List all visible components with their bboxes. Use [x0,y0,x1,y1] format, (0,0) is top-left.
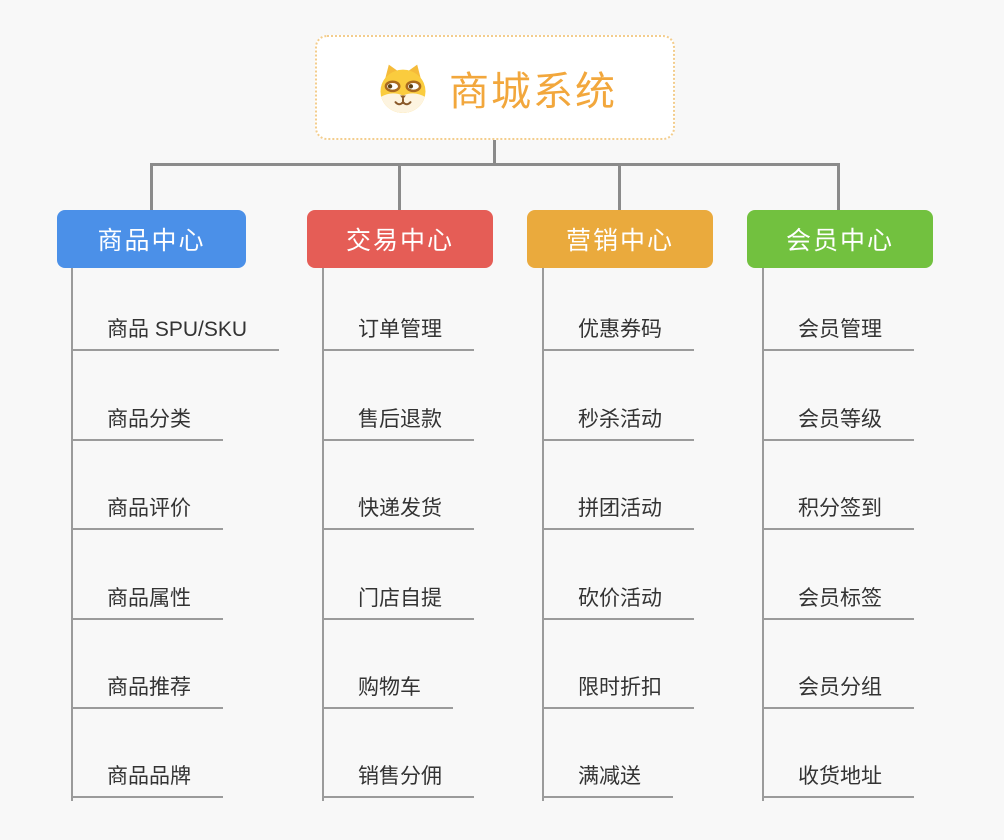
connector-drop-marketing [618,163,621,210]
connector-drop-member [837,163,840,210]
topic-item[interactable]: 销售分佣 [324,763,474,798]
topic-item[interactable]: 拼团活动 [544,495,694,530]
root-topic[interactable]: 商城系统 [315,35,675,140]
branch-member-center[interactable]: 会员中心 [747,210,933,268]
dog-face-icon [373,60,433,116]
topic-item[interactable]: 砍价活动 [544,585,694,620]
connector-drop-trade [398,163,401,210]
branch-marketing-center[interactable]: 营销中心 [527,210,713,268]
topic-item[interactable]: 秒杀活动 [544,406,694,441]
topic-item[interactable]: 商品品牌 [73,763,223,798]
topic-item[interactable]: 快递发货 [324,495,474,530]
topic-item[interactable]: 售后退款 [324,406,474,441]
branch-product-items: 商品 SPU/SKU 商品分类 商品评价 商品属性 商品推荐 商品品牌 [71,268,303,801]
connector-horizontal-bar [150,163,840,166]
topic-item[interactable]: 会员等级 [764,406,914,441]
topic-item[interactable]: 门店自提 [324,585,474,620]
topic-item[interactable]: 优惠券码 [544,316,694,351]
topic-item[interactable]: 满减送 [544,763,673,798]
topic-item[interactable]: 限时折扣 [544,674,694,709]
topic-item[interactable]: 会员管理 [764,316,914,351]
connector-root-stem [493,140,496,166]
topic-item[interactable]: 商品评价 [73,495,223,530]
branch-trade-center[interactable]: 交易中心 [307,210,493,268]
branch-marketing-items: 优惠券码 秒杀活动 拼团活动 砍价活动 限时折扣 满减送 [542,268,774,801]
topic-item[interactable]: 积分签到 [764,495,914,530]
root-title: 商城系统 [449,69,617,114]
topic-item[interactable]: 商品推荐 [73,674,223,709]
topic-item[interactable]: 商品分类 [73,406,223,441]
topic-item[interactable]: 会员分组 [764,674,914,709]
connector-drop-product [150,163,153,210]
branch-trade-items: 订单管理 售后退款 快递发货 门店自提 购物车 销售分佣 [322,268,554,801]
branch-product-center[interactable]: 商品中心 [57,210,246,268]
branch-member-items: 会员管理 会员等级 积分签到 会员标签 会员分组 收货地址 [762,268,994,801]
topic-item[interactable]: 收货地址 [764,763,914,798]
topic-item[interactable]: 商品 SPU/SKU [73,316,280,351]
topic-item[interactable]: 订单管理 [324,316,474,351]
topic-item[interactable]: 商品属性 [73,585,223,620]
topic-item[interactable]: 会员标签 [764,585,914,620]
topic-item[interactable]: 购物车 [324,674,453,709]
